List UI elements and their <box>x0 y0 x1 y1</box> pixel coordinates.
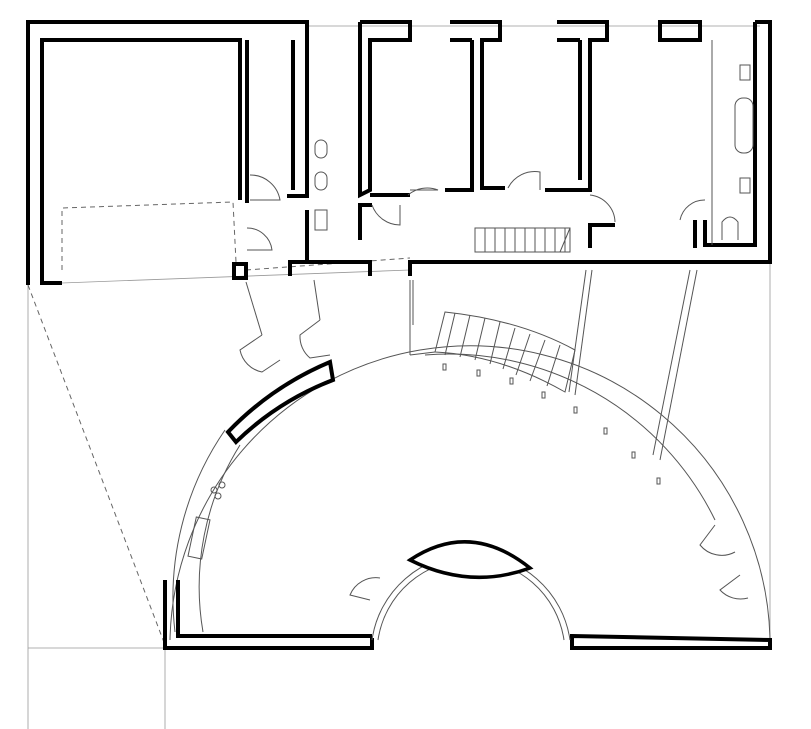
structure-lines <box>245 269 698 461</box>
hall-fixtures <box>187 363 661 560</box>
curved-wall-segment <box>225 359 336 445</box>
top-block-walls <box>26 20 772 285</box>
straight-stair <box>474 227 571 253</box>
curved-hall <box>163 345 772 650</box>
curved-stair <box>409 280 576 393</box>
fixtures <box>314 40 754 245</box>
lens-opening <box>406 540 534 580</box>
entrance-doors <box>239 319 331 373</box>
reference-lines <box>27 25 771 729</box>
doors <box>246 171 706 251</box>
column-marks <box>442 363 661 485</box>
dashed-lines <box>27 201 411 646</box>
